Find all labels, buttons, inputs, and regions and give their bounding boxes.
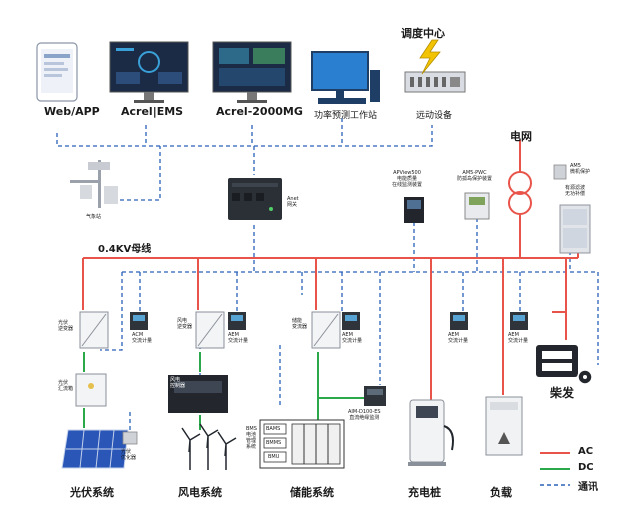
diesel-generator-icon xyxy=(536,345,593,385)
web-app-device-icon xyxy=(36,42,78,102)
legend-comm-label: 通讯 xyxy=(578,482,598,493)
pv-optimizer-icon xyxy=(122,431,138,445)
power-quality-monitor-icon xyxy=(404,197,424,223)
load-cabinet-icon xyxy=(485,396,523,456)
pv-combiner-icon xyxy=(75,373,107,407)
aem-meter-label-charging: AEM 交流计量 xyxy=(448,332,469,344)
web-app-label: Web/APP xyxy=(44,105,100,118)
aem-meter-label-storage: AEM 交流计量 xyxy=(342,332,363,344)
aem-meter-icon xyxy=(450,312,468,330)
pv-inverter-icon xyxy=(79,311,109,349)
storage-converter-label: 储能 变流器 xyxy=(292,318,308,330)
pv-system-label: 光伏系统 xyxy=(70,486,114,499)
wind-inverter-label: 风电 逆变器 xyxy=(177,318,193,330)
bmu-label: BMU xyxy=(268,454,280,460)
protection-cabinet-icon xyxy=(553,164,591,254)
acrel-2000mg-label: Acrel-2000MG xyxy=(216,105,303,118)
aem-meter-label-wind: AEM 交流计量 xyxy=(228,332,249,344)
ac-lines xyxy=(82,140,579,400)
dispatch-center-label: 调度中心 xyxy=(401,27,445,40)
microgrid-protection-label: AM5 微机保护 xyxy=(570,163,591,175)
bus-label: 0.4KV母线 xyxy=(98,244,152,255)
bmms-label: BMMS xyxy=(266,440,282,446)
acrel-ems-monitor-icon xyxy=(109,41,189,103)
transformer-icon xyxy=(508,171,532,215)
wind-controller-label: 风电 控制器 xyxy=(170,377,186,389)
battery-rack-icon xyxy=(259,419,345,469)
grid-label: 电网 xyxy=(510,130,532,143)
gateway-label: Anet 网关 xyxy=(287,196,299,208)
wind-turbine-icon xyxy=(181,423,237,470)
load-system-label: 负载 xyxy=(490,486,512,499)
dc-insulation-monitor-icon xyxy=(364,386,386,406)
aem-meter-label-load: AEM 交流计量 xyxy=(508,332,529,344)
aem-meter-icon xyxy=(510,312,528,330)
pv-combiner-label: 光伏 汇流箱 xyxy=(58,380,74,392)
bams-label: BAMS xyxy=(266,426,281,432)
charging-system-label: 充电桩 xyxy=(408,486,441,499)
harmonic-device-label: 有源滤波 无功补偿 xyxy=(565,185,586,197)
legend-ac-label: AC xyxy=(578,446,594,457)
wind-inverter-icon xyxy=(195,311,225,349)
aem-meter-icon xyxy=(342,312,360,330)
wind-system-label: 风电系统 xyxy=(178,486,222,499)
weather-station-label: 气象站 xyxy=(86,214,102,220)
bms-label: BMS 电池 管理 系统 xyxy=(246,426,257,450)
acm-meter-icon xyxy=(130,312,148,330)
comm-lines xyxy=(56,118,599,430)
charging-pile-icon xyxy=(408,399,454,466)
remote-device-label: 远动设备 xyxy=(416,111,453,121)
dc-monitor-label: AIM-D100-ES 直流绝缘监测 xyxy=(348,409,381,421)
anti-islanding-device-icon xyxy=(464,192,490,220)
acrel-ems-label: Acrel|EMS xyxy=(121,105,184,118)
wind-controller-icon xyxy=(168,375,228,413)
weather-station-icon xyxy=(70,160,118,208)
dc-lines xyxy=(83,352,365,430)
legend xyxy=(540,452,570,486)
aem-meter-icon xyxy=(228,312,246,330)
storage-converter-icon xyxy=(311,311,341,349)
forecast-station-label: 功率预测工作站 xyxy=(314,111,378,121)
pv-inverter-label: 光伏 逆变器 xyxy=(58,320,74,332)
gateway-icon xyxy=(228,178,282,220)
lightning-icon xyxy=(419,39,441,75)
power-quality-label: APView500 电能质量 在线监测装置 xyxy=(392,170,423,188)
diesel-label: 柴发 xyxy=(550,386,575,400)
solar-panel-icon xyxy=(61,429,129,469)
forecast-workstation-icon xyxy=(311,51,380,104)
pv-optimizer-label: 光伏 优化器 xyxy=(121,449,137,461)
acm-meter-label: ACM 交流计量 xyxy=(132,332,153,344)
anti-islanding-label: AM5-PWC 防孤岛保护装置 xyxy=(457,170,493,182)
remote-device-icon xyxy=(404,71,466,93)
acrel-2000mg-monitor-icon xyxy=(212,41,292,103)
storage-system-label: 储能系统 xyxy=(290,486,334,499)
legend-dc-label: DC xyxy=(578,462,594,473)
